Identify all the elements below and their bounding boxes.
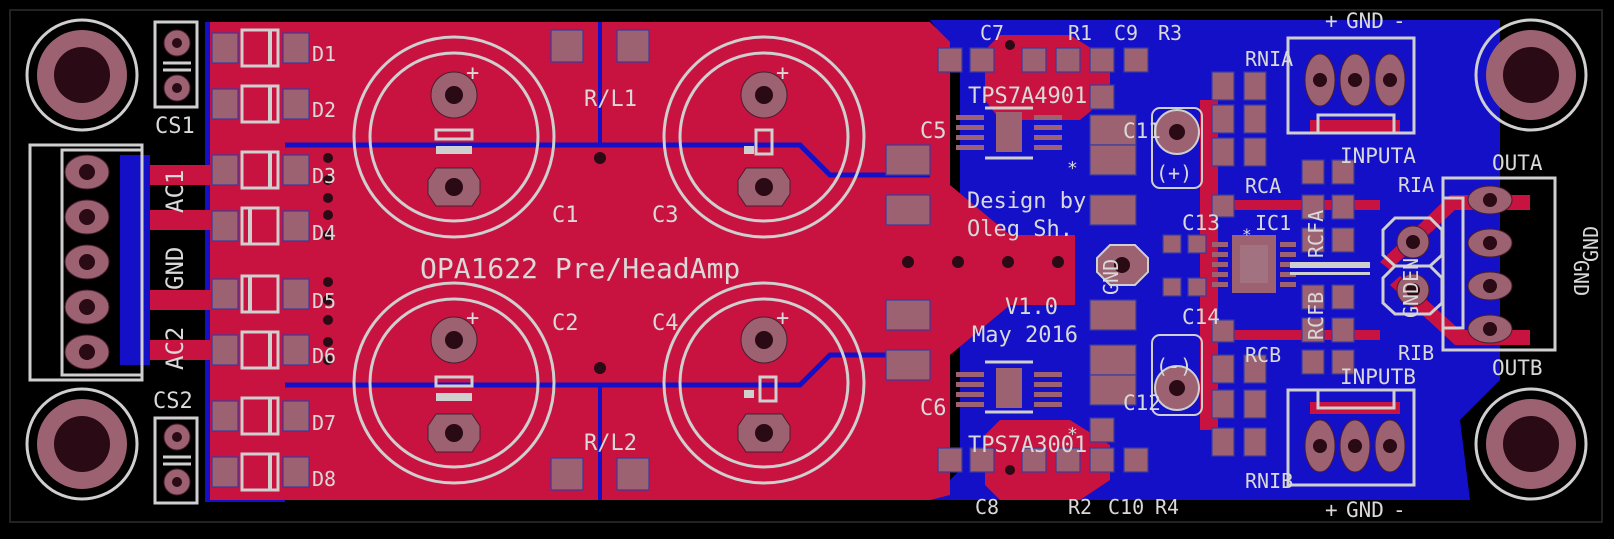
label-c13: C13 <box>1182 211 1220 235</box>
gnd-testpoint <box>1096 244 1149 286</box>
label-cs2: CS2 <box>153 389 193 414</box>
label-d5: D5 <box>312 289 336 313</box>
board-date: May 2016 <box>972 323 1078 348</box>
label-c5: C5 <box>920 119 947 144</box>
reg-bottom-star: * <box>1067 424 1078 445</box>
mounting-hole-tr <box>1474 18 1588 132</box>
label-rl2: R/L2 <box>584 431 637 456</box>
label-c4: C4 <box>652 311 679 336</box>
label-gnd-out1: GND <box>1569 260 1593 296</box>
label-inputb-minus: - <box>1393 498 1406 522</box>
label-c1: C1 <box>552 203 579 228</box>
label-gnden: GNDEN <box>1399 258 1423 318</box>
label-c7: C7 <box>980 21 1004 45</box>
designer-line1: Design by <box>967 189 1086 214</box>
label-reg-top: TPS7A4901 <box>968 84 1087 109</box>
c1-plus: + <box>466 61 479 86</box>
label-inputa-plus: + <box>1325 9 1338 33</box>
ic1-star: * <box>1242 225 1252 244</box>
label-rib: RIB <box>1398 341 1434 365</box>
label-c12: C12 <box>1123 391 1161 415</box>
label-gnd-out2: GND <box>1579 226 1603 262</box>
c2-plus: + <box>466 306 479 331</box>
label-gnd-in: GND <box>161 247 189 290</box>
label-inputb: INPUTB <box>1340 365 1416 389</box>
label-c2: C2 <box>552 311 579 336</box>
resistor-array-right <box>1290 159 1370 375</box>
cap-c3 <box>662 35 866 239</box>
label-gnd-testpoint: GND <box>1099 259 1123 295</box>
label-rnib: RNIB <box>1245 469 1293 493</box>
mounting-hole-br <box>1474 387 1588 501</box>
label-d1: D1 <box>312 42 336 66</box>
label-r3: R3 <box>1158 21 1182 45</box>
diode-array <box>211 28 310 492</box>
label-c14: C14 <box>1182 305 1220 329</box>
label-ic1: IC1 <box>1255 211 1291 235</box>
label-ac1: AC1 <box>161 170 189 213</box>
ic1-opa1622 <box>1162 234 1296 297</box>
negative-testpoint <box>1151 334 1203 416</box>
label-d8: D8 <box>312 467 336 491</box>
cap-c2 <box>352 281 556 485</box>
inputa-connector <box>1286 36 1416 135</box>
regulator-bottom <box>937 360 1149 473</box>
label-c11: C11 <box>1123 119 1161 143</box>
board-version: V1.0 <box>1005 295 1058 320</box>
designer-line2: Oleg Sh. <box>967 217 1073 242</box>
board-title: OPA1622 Pre/HeadAmp <box>420 252 740 285</box>
label-gnd-bottom: GND <box>1346 498 1384 522</box>
label-positive: (+) <box>1156 161 1192 185</box>
label-reg-bottom: TPS7A3001 <box>968 433 1087 458</box>
label-rcfb: RCFB <box>1304 292 1328 340</box>
label-rca: RCA <box>1245 174 1281 198</box>
output-connector <box>1441 176 1557 352</box>
label-outa: OUTA <box>1492 151 1543 175</box>
cs2-footprint <box>153 416 199 505</box>
regulator-top <box>937 47 1149 160</box>
label-ac2: AC2 <box>161 327 189 370</box>
label-rl1: R/L1 <box>584 87 637 112</box>
label-d7: D7 <box>312 411 336 435</box>
label-rnia: RNIA <box>1245 47 1293 71</box>
label-gnd-top: GND <box>1346 9 1384 33</box>
resistor-array-left <box>1211 71 1267 457</box>
top-copper-pour <box>210 22 1075 500</box>
reg-top-star: * <box>1067 158 1078 179</box>
cs1-footprint <box>153 20 199 109</box>
c4-plus: + <box>776 306 789 331</box>
label-d6: D6 <box>312 344 336 368</box>
label-r2: R2 <box>1068 495 1092 519</box>
label-inputa: INPUTA <box>1340 144 1416 168</box>
label-r4: R4 <box>1155 495 1179 519</box>
label-r1: R1 <box>1068 21 1092 45</box>
mounting-hole-bl <box>25 387 139 501</box>
label-cs1: CS1 <box>155 114 195 139</box>
cap-c4 <box>662 281 866 485</box>
label-rcfa: RCFA <box>1304 210 1328 258</box>
label-c8: C8 <box>975 495 999 519</box>
label-inputa-minus: - <box>1393 9 1406 33</box>
positive-testpoint <box>1151 107 1203 189</box>
inputb-connector <box>1286 388 1416 487</box>
label-d3: D3 <box>312 164 336 188</box>
label-rcb: RCB <box>1245 343 1281 367</box>
label-d2: D2 <box>312 98 336 122</box>
label-c9: C9 <box>1114 21 1138 45</box>
label-inputb-plus: + <box>1325 498 1338 522</box>
label-c6: C6 <box>920 396 947 421</box>
label-c10: C10 <box>1108 495 1144 519</box>
label-ria: RIA <box>1398 173 1434 197</box>
c3-plus: + <box>776 61 789 86</box>
cap-c1 <box>352 35 556 239</box>
label-d4: D4 <box>312 221 336 245</box>
gnden-jumper <box>1381 216 1444 316</box>
terminal-pins <box>64 154 110 370</box>
label-negative: (-) <box>1156 354 1192 378</box>
label-outb: OUTB <box>1492 356 1543 380</box>
mounting-hole-tl <box>25 18 139 132</box>
label-c3: C3 <box>652 203 679 228</box>
